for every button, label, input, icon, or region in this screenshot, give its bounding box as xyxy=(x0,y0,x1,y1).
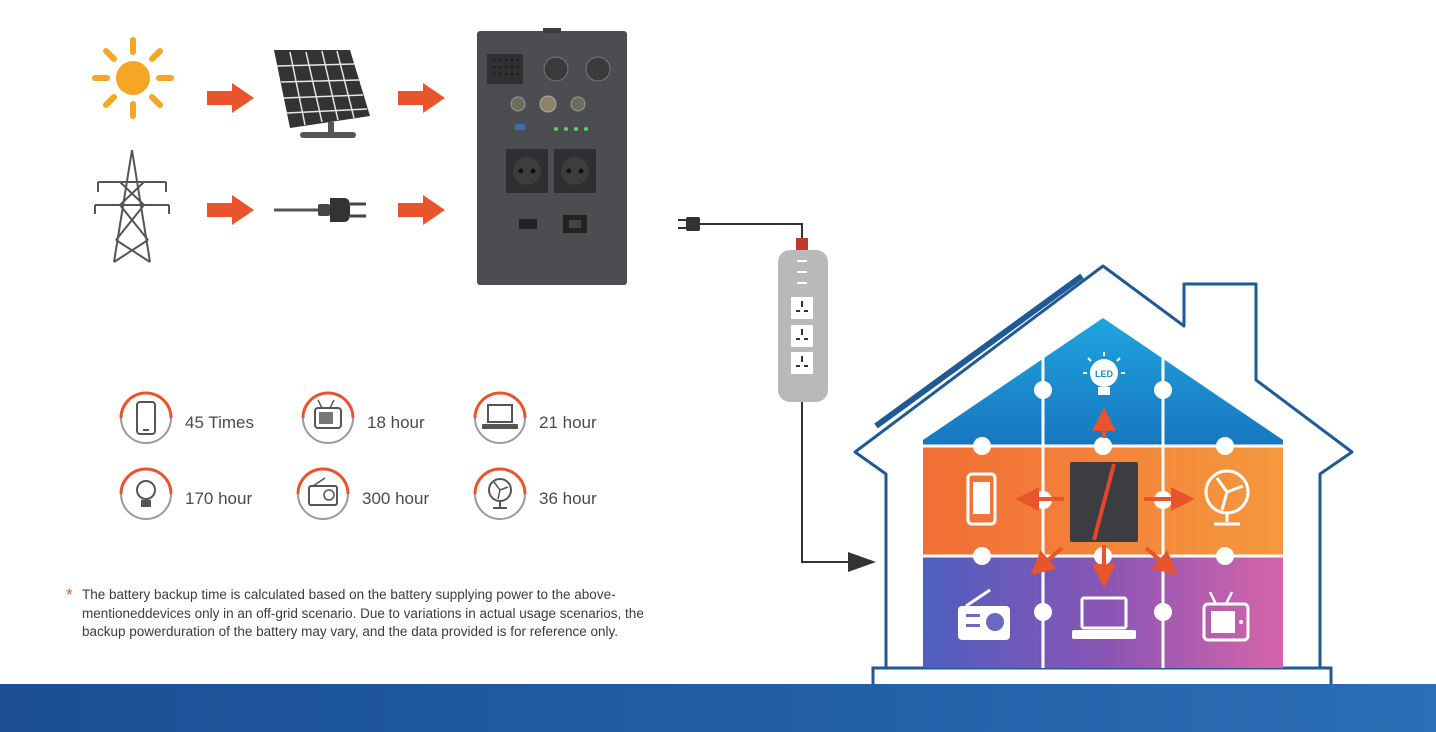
cable-arrowhead xyxy=(848,552,876,572)
house-radio-icon xyxy=(958,588,1010,640)
power-strip xyxy=(778,238,828,402)
knob-left xyxy=(510,96,526,112)
usb-port xyxy=(515,124,525,130)
power-pylon-icon xyxy=(94,149,170,263)
strip-socket-2 xyxy=(791,325,813,347)
stat-label-fan: 36 hour xyxy=(539,489,597,508)
house-illustration: LED xyxy=(853,264,1354,694)
knob-center xyxy=(539,95,557,113)
home-battery-unit xyxy=(1070,462,1138,542)
fan-icon xyxy=(473,467,527,520)
output-cable xyxy=(678,217,876,572)
footnote-text: The battery backup time is calculated ba… xyxy=(82,587,644,639)
vent-grille xyxy=(487,54,523,84)
power-station-unit xyxy=(477,28,627,285)
sun-icon xyxy=(92,37,174,119)
tv-icon xyxy=(301,391,355,444)
house-laptop-icon xyxy=(1072,596,1136,639)
arrow-sun-to-panel xyxy=(207,83,254,113)
input-port xyxy=(519,219,537,229)
stat-label-led-bulb: 170 hour xyxy=(185,489,253,508)
strip-socket-1 xyxy=(791,297,813,319)
footnote-marker: * xyxy=(66,585,73,604)
arrow-panel-to-unit xyxy=(398,83,445,113)
house-led-bulb-icon: LED xyxy=(1083,352,1125,395)
arrow-grid-to-plug xyxy=(207,195,254,225)
stat-label-laptop: 21 hour xyxy=(539,413,597,432)
laptop-icon xyxy=(473,391,527,444)
solar-panel-icon xyxy=(274,50,370,138)
stat-label-radio: 300 hour xyxy=(362,489,430,508)
radio-icon xyxy=(296,467,350,520)
arrow-plug-to-unit xyxy=(398,195,445,225)
svg-text:LED: LED xyxy=(1095,369,1114,379)
smartphone-icon xyxy=(119,391,173,444)
status-leds xyxy=(554,127,588,131)
strip-socket-3 xyxy=(791,352,813,374)
fan-vent-2 xyxy=(585,56,611,82)
house-flow-arrows xyxy=(1015,407,1195,588)
house-smartphone-icon xyxy=(966,472,997,526)
stat-label-smartphone: 45 Times xyxy=(185,413,254,432)
output-plug-icon xyxy=(686,217,700,231)
bottom-band xyxy=(0,684,1436,732)
ac-plug-icon xyxy=(274,198,366,222)
stat-label-tv: 18 hour xyxy=(367,413,425,432)
knob-right xyxy=(570,96,586,112)
flow-arrows xyxy=(207,83,445,225)
roof-solar-strip xyxy=(874,273,1084,429)
house-tv-icon xyxy=(1202,591,1250,642)
fan-vent-1 xyxy=(543,56,569,82)
house-fan-icon xyxy=(1204,469,1250,526)
stat-icons xyxy=(119,391,527,520)
led-bulb-icon xyxy=(119,467,173,520)
